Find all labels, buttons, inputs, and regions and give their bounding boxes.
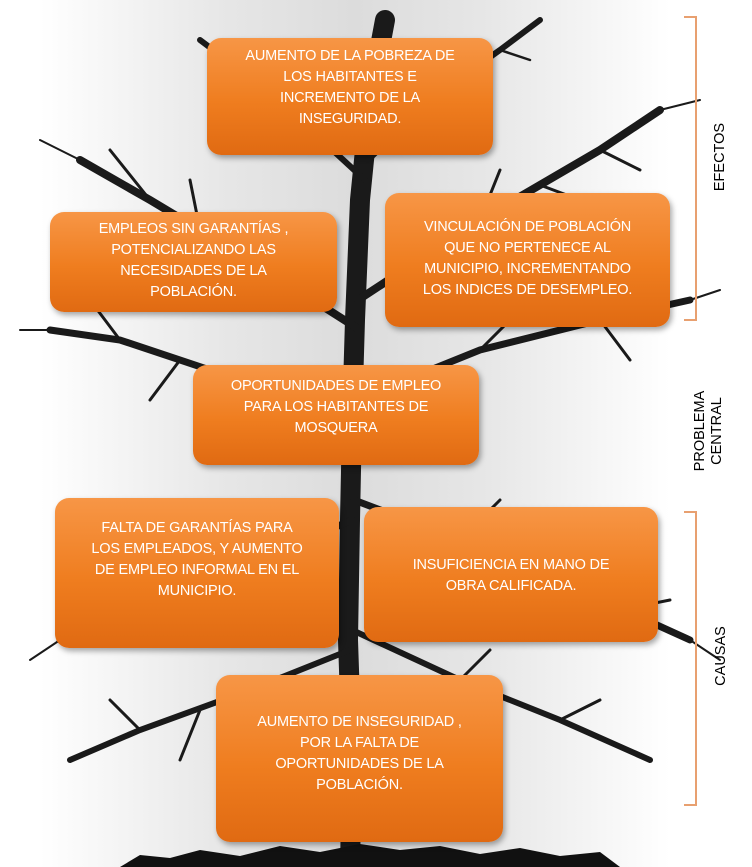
effect-box-left: EMPLEOS SIN GARANTÍAS , POTENCIALIZANDO … xyxy=(50,212,337,312)
causes-brace xyxy=(684,511,697,806)
effect-box-right: VINCULACIÓN DE POBLACIÓN QUE NO PERTENEC… xyxy=(385,193,670,327)
effect-box-top: AUMENTO DE LA POBREZA DE LOS HABITANTES … xyxy=(207,38,493,155)
central-problem-label: PROBLEMA CENTRAL xyxy=(692,390,725,472)
effects-label: EFECTOS xyxy=(712,122,728,192)
cause-box-left: FALTA DE GARANTÍAS PARA LOS EMPLEADOS, Y… xyxy=(55,498,339,648)
effects-brace xyxy=(684,16,697,321)
central-problem-box: OPORTUNIDADES DE EMPLEO PARA LOS HABITAN… xyxy=(193,365,479,465)
cause-box-bottom: AUMENTO DE INSEGURIDAD , POR LA FALTA DE… xyxy=(216,675,503,842)
cause-box-right: INSUFICIENCIA EN MANO DE OBRA CALIFICADA… xyxy=(364,507,658,642)
causes-label: CAUSAS xyxy=(713,626,729,686)
